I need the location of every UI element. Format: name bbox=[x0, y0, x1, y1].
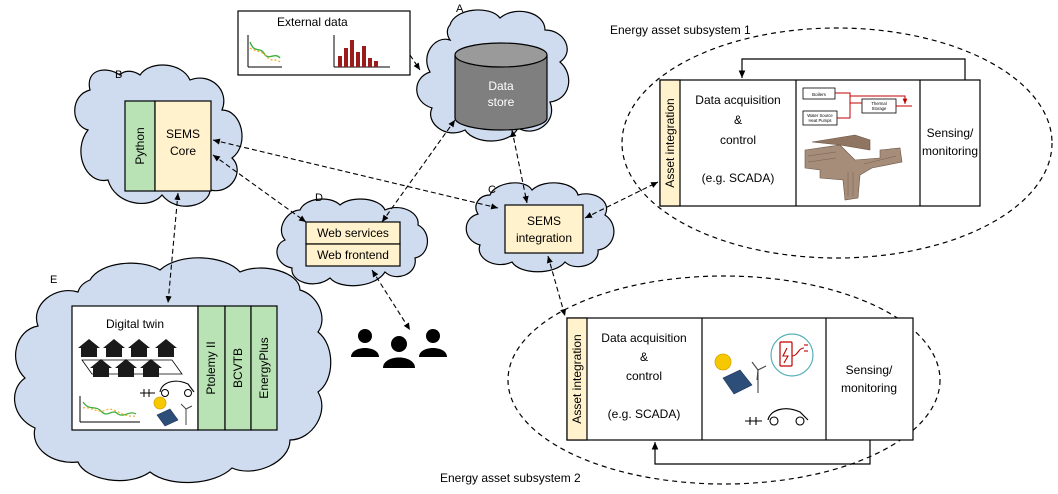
subsystem1-daq-line1: Data acquisition bbox=[695, 93, 780, 107]
ptolemy-label: Ptolemy II bbox=[204, 341, 218, 394]
houses-icon bbox=[78, 339, 183, 377]
label-e: E bbox=[50, 274, 57, 286]
web-frontend-box bbox=[305, 243, 401, 267]
subsystem1-sensing-line1: Sensing/ bbox=[927, 126, 974, 140]
subsystem2-sensing-line1: Sensing/ bbox=[846, 363, 893, 377]
subsystem2-title: Energy asset subsystem 2 bbox=[440, 471, 581, 485]
data-store-line1: Data bbox=[488, 79, 514, 93]
users-icon bbox=[351, 329, 447, 368]
digital-twin-group bbox=[71, 305, 278, 431]
web-services-label: Web services bbox=[317, 226, 389, 240]
schematic-storage-line1: Thermal bbox=[871, 101, 886, 106]
external-data-panel bbox=[237, 10, 411, 76]
sems-integration-line1: SEMS bbox=[527, 214, 561, 228]
subsystem2-daq-line1: Data acquisition bbox=[601, 331, 686, 345]
subsystem1-panel bbox=[659, 79, 981, 207]
solar-wind-icon bbox=[714, 353, 767, 395]
sems-integration-box bbox=[504, 204, 584, 254]
ptolemy-box bbox=[197, 305, 226, 431]
subsystem2-asset-integration: Asset integration bbox=[570, 334, 584, 423]
python-label: Python bbox=[133, 127, 147, 164]
ev-car-icon bbox=[745, 408, 809, 426]
label-a: A bbox=[456, 3, 464, 15]
external-data-box bbox=[237, 10, 411, 76]
energyplus-label: EnergyPlus bbox=[257, 337, 271, 398]
schematic-storage-line2: Storage bbox=[872, 106, 887, 111]
web-frontend-label: Web frontend bbox=[317, 248, 389, 262]
line-chart-icon bbox=[247, 35, 282, 68]
subsystem2-daq-line3: control bbox=[626, 369, 662, 383]
sems-core-group bbox=[124, 100, 212, 192]
subsystem1-daq-line3: control bbox=[720, 133, 756, 147]
schematic-heat-pumps-line2: Heat Pumps bbox=[808, 118, 831, 123]
label-c: C bbox=[488, 184, 496, 196]
sems-core-line1: SEMS bbox=[166, 127, 200, 141]
digital-twin-title: Digital twin bbox=[106, 317, 164, 331]
sems-core-line2: Core bbox=[170, 144, 196, 158]
dt-solar-wind-icon bbox=[153, 396, 193, 427]
bcvtb-label: BCVTB bbox=[231, 348, 245, 388]
ev-charger-icon bbox=[770, 333, 814, 377]
dt-car-icon bbox=[140, 380, 195, 397]
external-data-title: External data bbox=[277, 15, 348, 29]
data-store-cylinder bbox=[454, 42, 548, 131]
label-b: B bbox=[115, 69, 122, 81]
dt-line-chart-icon bbox=[79, 396, 140, 423]
energyplus-box bbox=[250, 305, 278, 431]
bcvtb-box bbox=[224, 305, 252, 431]
subsystem1-title: Energy asset subsystem 1 bbox=[610, 23, 751, 37]
label-d: D bbox=[315, 192, 323, 204]
schematic-heat-pumps-line1: Water Source bbox=[807, 113, 833, 118]
subsystem2-asset-integration-strip bbox=[566, 317, 588, 441]
sems-core-box bbox=[154, 100, 212, 192]
subsystem1-daq-line4: (e.g. SCADA) bbox=[702, 171, 775, 185]
subsystem2-boundary bbox=[507, 275, 941, 485]
subsystem1-sensing-line2: monitoring bbox=[922, 144, 978, 158]
subsystem1-boundary bbox=[621, 27, 1053, 259]
subsystem2-sensing-line2: monitoring bbox=[841, 381, 897, 395]
subsystem2-panel bbox=[566, 317, 914, 441]
subsystem2-daq-line2: & bbox=[640, 350, 648, 364]
sems-integration-line2: integration bbox=[516, 231, 572, 245]
subsystem1-asset-integration: Asset integration bbox=[663, 98, 677, 187]
subsystem1-daq-line2: & bbox=[734, 113, 742, 127]
schematic-boilers: Boilers bbox=[812, 92, 827, 97]
bar-chart-icon bbox=[333, 35, 390, 68]
subsystem1-asset-integration-strip bbox=[659, 79, 681, 207]
connectors bbox=[165, 54, 966, 465]
data-store-line2: store bbox=[488, 95, 515, 109]
subsystem2-daq-line4: (e.g. SCADA) bbox=[608, 407, 681, 421]
